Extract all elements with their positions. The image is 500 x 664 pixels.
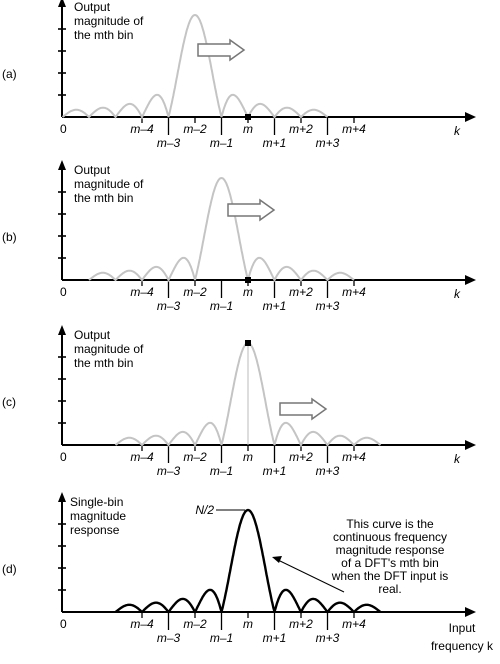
tick-label-lower: m+1 [263, 299, 287, 313]
tick-label-lower: m+1 [263, 464, 287, 478]
tick-label-upper: m+4 [342, 617, 366, 631]
tick-label-lower: m–3 [157, 136, 181, 150]
tick-label-upper: m–4 [130, 122, 154, 136]
panel-title-line: the mth bin [74, 356, 133, 370]
tick-label-upper: m–4 [130, 285, 154, 299]
tick-label-upper: m–2 [183, 285, 207, 299]
origin-label: 0 [60, 450, 67, 464]
y-axis-arrowhead [58, 492, 66, 502]
tick-label-lower: m–3 [157, 631, 181, 645]
annotation-pointer-line [277, 559, 345, 593]
tick-label-lower: m+3 [316, 464, 340, 478]
x-axis-label: frequency k [431, 639, 494, 653]
tick-label-lower: m+1 [263, 136, 287, 150]
panel-title-line: magnitude of [74, 177, 144, 191]
x-axis-variable: k [454, 452, 461, 466]
tick-label-upper: m–2 [183, 617, 207, 631]
tick-label-lower: m–3 [157, 299, 181, 313]
tick-label-upper: m–2 [183, 122, 207, 136]
tick-label-lower: m–1 [210, 299, 233, 313]
tick-label-lower: m–1 [210, 464, 233, 478]
origin-label: 0 [60, 122, 67, 136]
origin-label: 0 [60, 285, 67, 299]
x-axis-arrowhead [465, 607, 476, 617]
tick-label-lower: m+3 [316, 136, 340, 150]
x-axis-variable: k [454, 287, 461, 301]
annotation-line: This curve is the [346, 517, 434, 531]
mth-bin-sample-marker [245, 277, 251, 283]
panel-title-line: the mth bin [74, 28, 133, 42]
tick-label-upper: m–2 [183, 450, 207, 464]
tick-label-upper: m+2 [289, 450, 313, 464]
bin-output-curve [88, 176, 355, 283]
bin-output-curve [61, 13, 329, 120]
x-axis-arrowhead [465, 112, 476, 122]
panel-b: (b) 0 m–4 m–2 m m+2 m+4 m–3 m–1 m+1 m+3 k Outputmagn… [2, 160, 476, 313]
panel-d: (d) 0 m–4 m–2 m m+2 m+4 m–3 m–1 m+1 m+3 Input freque… [2, 492, 494, 653]
panel-a: (a) 0 m–4 m–2 m m+2 m+4 m–3 m–1 m+1 m+3 k Outputmagn… [2, 0, 476, 150]
shift-right-arrow-icon [227, 198, 276, 222]
tick-label-upper: m+2 [289, 122, 313, 136]
panel-label: (a) [2, 67, 17, 81]
panel-label: (c) [2, 395, 16, 409]
shift-right-arrow-icon [197, 38, 246, 62]
tick-label-upper: m+4 [342, 450, 366, 464]
tick-label-lower: m–1 [210, 631, 233, 645]
panel-title-line: the mth bin [74, 191, 133, 205]
tick-label-upper: m–4 [130, 450, 154, 464]
panel-c: (c) 0 m–4 m–2 m m+2 m+4 m–3 m–1 m+1 m+3 k Outputmagn… [2, 325, 476, 478]
annotation-line: real. [378, 582, 401, 596]
annotation-line: magnitude response [336, 543, 445, 557]
tick-label-upper: m+4 [342, 122, 366, 136]
panel-title-line: Output [74, 328, 111, 342]
tick-label-upper: m [243, 450, 253, 464]
annotation-line: when the DFT input is [331, 569, 449, 583]
panel-title-line: Single-bin [70, 495, 123, 509]
panel-title-line: magnitude of [74, 342, 144, 356]
tick-label-upper: m+2 [289, 285, 313, 299]
annotation-line: continuous frequency [333, 530, 447, 544]
panel-title-line: Output [74, 163, 111, 177]
y-axis-arrowhead [58, 160, 66, 170]
panel-title-line: magnitude [70, 509, 126, 523]
x-axis-variable: k [454, 124, 461, 138]
panel-title-line: magnitude of [74, 14, 144, 28]
annotation-line: of a DFT's mth bin [341, 556, 439, 570]
tick-label-upper: m+4 [342, 285, 366, 299]
annotation-pointer-arrowhead [272, 556, 282, 563]
tick-label-lower: m–3 [157, 464, 181, 478]
tick-label-upper: m [243, 285, 253, 299]
tick-label-upper: m [243, 122, 253, 136]
x-axis-arrowhead [465, 440, 476, 450]
tick-label-lower: m+3 [316, 631, 340, 645]
tick-label-lower: m+1 [263, 631, 287, 645]
panel-label: (d) [2, 562, 17, 576]
mth-bin-sample-marker [245, 340, 251, 346]
x-axis-arrowhead [465, 275, 476, 285]
tick-label-lower: m–1 [210, 136, 233, 150]
panel-title-line: Output [74, 0, 111, 14]
origin-label: 0 [60, 617, 67, 631]
tick-label-lower: m+3 [316, 299, 340, 313]
shift-right-arrow-icon [279, 397, 328, 421]
tick-label-upper: m+2 [289, 617, 313, 631]
peak-label: N/2 [195, 503, 214, 517]
panel-title-line: response [70, 523, 120, 537]
magnitude-response-curve [114, 508, 382, 615]
mth-bin-sample-marker [245, 114, 251, 120]
x-axis-label: Input [449, 621, 476, 635]
tick-label-upper: m–4 [130, 617, 154, 631]
y-axis-arrowhead [58, 0, 66, 7]
tick-label-upper: m [243, 617, 253, 631]
y-axis-arrowhead [58, 325, 66, 335]
panel-label: (b) [2, 230, 17, 244]
